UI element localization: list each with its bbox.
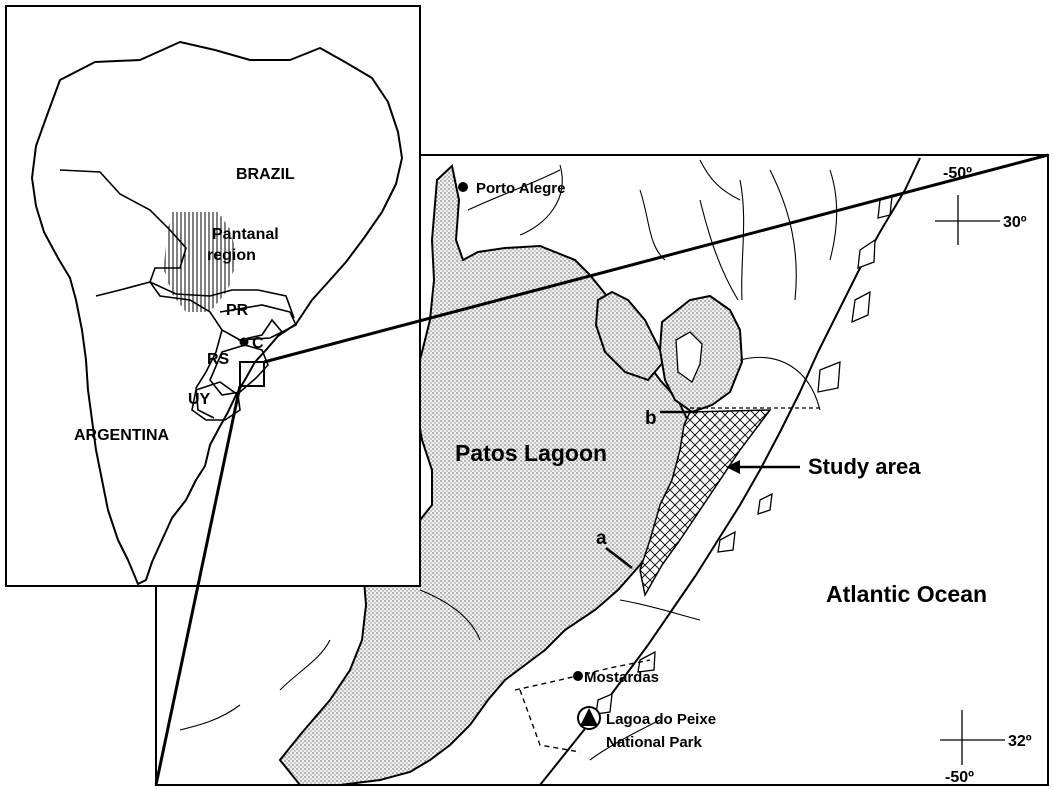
graticule-bottom-crosshair-icon — [940, 710, 1005, 765]
inset-brazil-label: BRAZIL — [236, 166, 295, 183]
river-3 — [769, 169, 797, 301]
leader-line-top — [263, 153, 1049, 364]
graticule-bottom-lat-label: 32º — [1008, 733, 1032, 750]
atlantic-ocean-label: Atlantic Ocean — [826, 581, 987, 607]
park-label-line1: Lagoa do Peixe — [606, 711, 716, 728]
marker-b-label: b — [645, 408, 657, 429]
study-area-polygon — [639, 409, 772, 598]
mostardas-city-dot-icon — [573, 671, 583, 681]
river-11 — [589, 719, 661, 761]
coastal-lake-4 — [817, 361, 841, 393]
porto-alegre-city-dot-icon — [458, 182, 468, 192]
inset-pantanal-label-1: Pantanal — [212, 226, 279, 243]
river-14 — [179, 704, 241, 731]
lagoon-inner-island — [675, 331, 703, 383]
park-boundary — [514, 659, 651, 753]
river-8 — [467, 169, 561, 211]
study-area-label: Study area — [808, 454, 921, 479]
pantanal-region-shading — [164, 212, 236, 312]
coastal-lake-7 — [637, 650, 656, 673]
leader-line-bottom — [154, 385, 242, 786]
patos-lagoon-label: Patos Lagoon — [455, 440, 607, 466]
brazil-border — [59, 169, 295, 319]
inset-c-label: C — [252, 335, 264, 352]
inset-argentina-label: ARGENTINA — [74, 427, 170, 444]
c-city-dot-icon — [239, 337, 249, 347]
mostardas-label: Mostardas — [584, 669, 659, 686]
study-area-arrowhead — [726, 460, 740, 474]
south-america-outline — [31, 41, 403, 585]
inset-pr-label: PR — [226, 302, 249, 319]
river-15 — [619, 599, 701, 621]
river-9 — [739, 356, 821, 411]
coastal-lake-6 — [717, 530, 736, 553]
graticule-top-crosshair-icon — [935, 195, 1000, 245]
triangle-park-icon — [580, 708, 598, 726]
river-13 — [279, 639, 331, 691]
porto-alegre-label: Porto Alegre — [476, 180, 565, 197]
graticule-top-lat-label: 30º — [1003, 214, 1027, 231]
marker-a-label: a — [596, 528, 607, 549]
inset-map: BRAZIL Pantanal region PR C RS UY ARGENT… — [5, 5, 421, 587]
rs-state-border — [209, 344, 269, 396]
graticule-bottom-lon-label: -50º — [945, 769, 974, 786]
river-6 — [639, 189, 666, 261]
river-2 — [739, 179, 745, 301]
inset-uy-label: UY — [188, 391, 211, 408]
river-4 — [699, 159, 741, 201]
parana-state-border — [219, 304, 298, 341]
coastal-lake-3 — [857, 238, 876, 269]
argentina-border — [95, 281, 223, 419]
coastal-lake-1 — [851, 290, 871, 324]
inset-pantanal-label-2: region — [207, 247, 256, 264]
inset-rs-label: RS — [207, 351, 230, 368]
study-location-box — [239, 361, 265, 387]
river-1 — [699, 199, 739, 301]
marker-a-pointer — [605, 547, 633, 569]
river-7 — [519, 164, 563, 236]
river-5 — [829, 169, 838, 261]
lagoon-bay-north — [594, 290, 667, 382]
river-12 — [419, 589, 481, 641]
park-label-line2: National Park — [606, 734, 703, 751]
coastal-lake-5 — [757, 492, 773, 515]
